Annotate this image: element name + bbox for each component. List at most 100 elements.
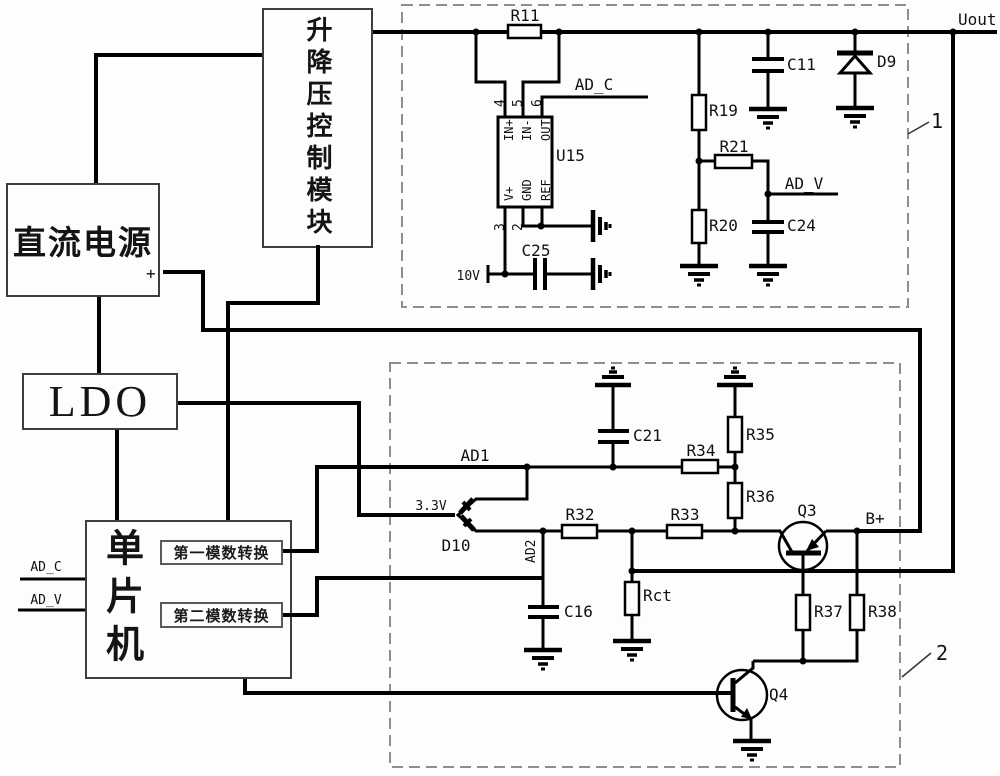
resistor-r33 — [665, 523, 704, 540]
transistor-q3 — [777, 520, 829, 572]
ground-c16 — [524, 647, 562, 671]
resistor-r36 — [726, 481, 744, 520]
label-r11: R11 — [511, 6, 540, 25]
label-u15-pin5: 5 — [511, 99, 526, 107]
capacitor-c11 — [752, 57, 784, 73]
capacitor-c24 — [752, 220, 784, 234]
wire-adc2-to-ad2 — [283, 576, 543, 617]
section1-wires — [474, 32, 857, 283]
label-adc-top: AD_C — [575, 75, 614, 94]
label-adv-top: AD_V — [785, 174, 824, 193]
resistor-r20 — [690, 208, 708, 245]
label-q4: Q4 — [769, 685, 788, 704]
resistor-r34 — [680, 458, 720, 475]
section-2-leader-line — [901, 652, 932, 678]
block-ldo: LDO — [22, 373, 178, 430]
wire-buck-to-mcu — [226, 245, 320, 520]
ground-u15-gnd — [590, 210, 612, 242]
label-uout: Uout — [958, 10, 997, 29]
d10-diode-b-bar — [462, 517, 473, 528]
ground-c21-top — [595, 366, 631, 388]
capacitor-c25 — [533, 258, 547, 290]
section-1-leader-line — [907, 121, 930, 135]
block-dc-power: 直流电源 — [6, 183, 160, 297]
wire-dc-plus-to-bplus — [163, 270, 922, 533]
q4-circle — [715, 668, 769, 722]
ground-symbols — [524, 105, 874, 762]
wire-q4-collector — [734, 661, 755, 685]
section-2-border — [389, 362, 901, 768]
junction-dots — [472, 28, 957, 665]
label-rct: Rct — [643, 586, 672, 605]
ground-r20 — [680, 263, 718, 287]
q3-emitter-arrow — [806, 539, 819, 551]
q4-emitter-arrow — [741, 708, 752, 719]
label-c11: C11 — [787, 55, 816, 74]
label-adv-left: AD_V — [30, 593, 61, 608]
transistor-q4 — [715, 668, 769, 722]
q3-circle — [777, 520, 829, 572]
d10-diode-a-bar — [461, 500, 472, 512]
label-q3: Q3 — [797, 501, 816, 520]
resistor-r11 — [506, 23, 543, 40]
label-u15-inplus: IN+ — [502, 119, 516, 141]
label-section-2: 2 — [936, 641, 948, 665]
label-u15-out: OUT — [539, 119, 553, 141]
resistor-r19 — [690, 93, 708, 132]
wire-dc-to-buck — [94, 53, 262, 183]
label-r35: R35 — [746, 425, 775, 444]
wire-mcu-to-q4-base — [243, 679, 731, 695]
label-u15-gnd: GND — [520, 179, 534, 201]
label-c16: C16 — [564, 602, 593, 621]
label-10v: 10V — [457, 269, 481, 284]
label-r33: R33 — [671, 505, 700, 524]
label-u15-inminus: IN- — [520, 119, 534, 141]
ground-q4 — [733, 738, 771, 762]
block-ldo-label: LDO — [48, 377, 152, 426]
wire-u15-out-adc — [540, 95, 648, 117]
label-c25: C25 — [522, 241, 551, 260]
diode-d9 — [836, 50, 874, 75]
label-33v: 3.3V — [415, 499, 446, 514]
label-bplus: B+ — [865, 509, 884, 528]
q3-collector-lead — [778, 530, 794, 553]
block-adc2: 第二模数转换 — [160, 602, 283, 628]
label-r37: R37 — [814, 602, 843, 621]
label-ad2: AD2 — [524, 540, 539, 563]
wire-ldo-33v — [178, 401, 455, 517]
block-adc1-label: 第一模数转换 — [173, 544, 270, 562]
label-u15-pin3: 3 — [493, 223, 508, 231]
label-u15-pin6: 6 — [530, 99, 545, 107]
resistor-r32 — [560, 523, 599, 540]
label-plus-terminal: + — [146, 264, 156, 283]
label-r21: R21 — [720, 137, 749, 156]
capacitor-c21 — [598, 429, 629, 444]
label-r36: R36 — [746, 487, 775, 506]
wire-r21-to-adv — [752, 159, 770, 194]
block-mcu-label: 单片机 — [99, 528, 144, 672]
d9-triangle — [836, 53, 874, 75]
label-u15: U15 — [556, 146, 585, 165]
label-r19: R19 — [709, 101, 738, 120]
ground-d9 — [836, 105, 874, 129]
ground-c25 — [590, 258, 612, 290]
label-ad1: AD1 — [461, 446, 490, 465]
label-r20: R20 — [709, 216, 738, 235]
ic-u15-body — [496, 115, 554, 209]
wire-rail-to-u15-pin5 — [521, 32, 561, 117]
capacitor-c16 — [528, 605, 559, 619]
wire-rail-to-u15-pin4 — [474, 32, 507, 117]
ground-c24 — [749, 263, 787, 287]
ground-r35-top — [717, 366, 753, 388]
label-u15-pin2: 2 — [511, 223, 526, 231]
section-1-border — [401, 4, 909, 308]
resistor-r37 — [794, 593, 812, 632]
resistor-rct — [623, 580, 641, 617]
block-dc-power-label: 直流电源 — [13, 223, 153, 262]
label-u15-pin4: 4 — [493, 99, 508, 107]
label-adc-left: AD_C — [30, 560, 61, 575]
ground-rct — [613, 638, 651, 662]
label-c24: C24 — [787, 216, 816, 235]
block-adc1: 第一模数转换 — [160, 540, 283, 565]
